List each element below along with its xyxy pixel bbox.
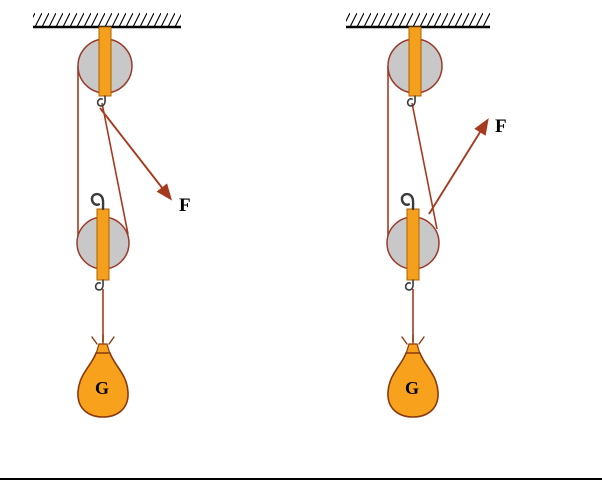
ceiling-hatch: [346, 13, 490, 27]
bag-knot-icon: [91, 334, 115, 345]
weight-label: G: [95, 378, 109, 398]
fixed-pulley-hook-icon: [96, 95, 106, 107]
rope-anchor-slant: [101, 102, 129, 235]
bag-body: [77, 352, 129, 418]
ceiling-hatch: [33, 13, 181, 27]
fixed-pulley-bracket: [98, 26, 112, 97]
bag-knot-icon: [401, 334, 425, 345]
weight-bag: G: [387, 334, 439, 418]
pulley-system-left: F G: [33, 13, 191, 418]
fixed-pulley-hook-icon: [406, 95, 416, 107]
pulley-system-right: F G: [346, 13, 507, 418]
force-arrow: [99, 107, 173, 201]
bag-body: [387, 352, 439, 418]
movable-pulley-bracket: [406, 208, 420, 281]
force-label: F: [179, 195, 191, 216]
movable-pulley-bottom-hook-icon: [94, 279, 104, 291]
weight-label: G: [405, 378, 419, 398]
force-arrow: [428, 118, 489, 215]
force-label: F: [495, 116, 507, 137]
movable-pulley-bottom-hook-icon: [404, 279, 414, 291]
movable-pulley-top-hook-icon: [90, 192, 105, 211]
weight-bag: G: [77, 334, 129, 418]
movable-pulley-bracket: [96, 208, 110, 281]
fixed-pulley-bracket: [408, 26, 422, 97]
movable-pulley-top-hook-icon: [400, 192, 415, 211]
